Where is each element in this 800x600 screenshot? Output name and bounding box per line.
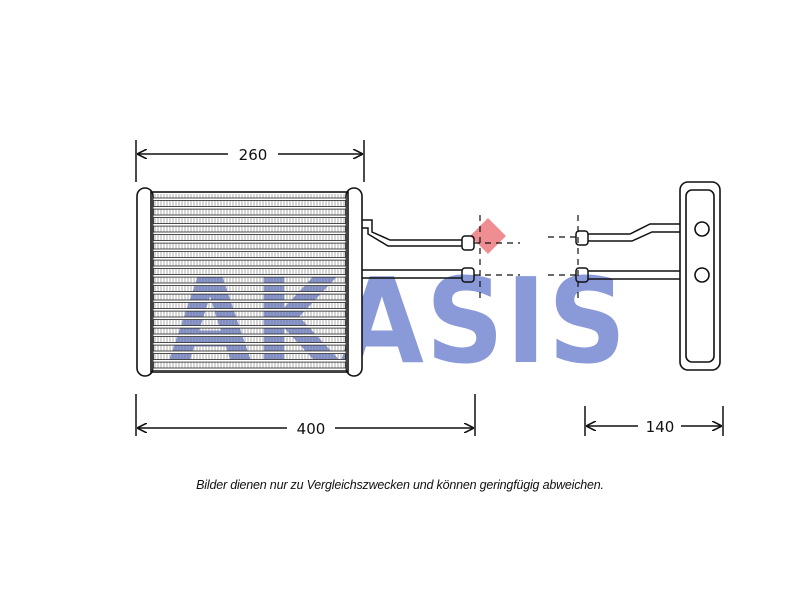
tube-row [152, 223, 347, 227]
tube-row [152, 231, 347, 235]
dimension-140: 140 [584, 406, 724, 436]
tube-row [152, 359, 347, 363]
dimension-260: 260 [135, 140, 365, 182]
tube-row [152, 214, 347, 218]
tube-row [152, 350, 347, 354]
tube-row [152, 299, 347, 303]
tube-row [152, 367, 347, 371]
tube-row [152, 248, 347, 252]
tube-row [152, 274, 347, 278]
mounting-flange [679, 181, 721, 371]
tube-row [152, 197, 347, 201]
tube-row [152, 316, 347, 320]
core-tubes [152, 197, 347, 371]
dimension-label-400: 400 [297, 420, 326, 438]
tube-row [152, 206, 347, 210]
dimension-400: 400 [135, 394, 476, 438]
tube-row [152, 291, 347, 295]
dimension-label-140: 140 [646, 418, 675, 436]
heater-core-body [136, 187, 363, 377]
tube-row [152, 342, 347, 346]
disclaimer-text: Bilder dienen nur zu Vergleichszwecken u… [196, 478, 604, 492]
tube-row [152, 308, 347, 312]
tube-row [152, 257, 347, 261]
break-centerlines [474, 215, 579, 300]
tube-row [152, 333, 347, 337]
dimension-label-260: 260 [239, 146, 268, 164]
watermark-logo: AKASIS [168, 218, 626, 390]
tube-row [152, 282, 347, 286]
watermark-accent [470, 218, 506, 254]
tube-row [152, 325, 347, 329]
tube-row [152, 265, 347, 269]
tube-row [152, 240, 347, 244]
